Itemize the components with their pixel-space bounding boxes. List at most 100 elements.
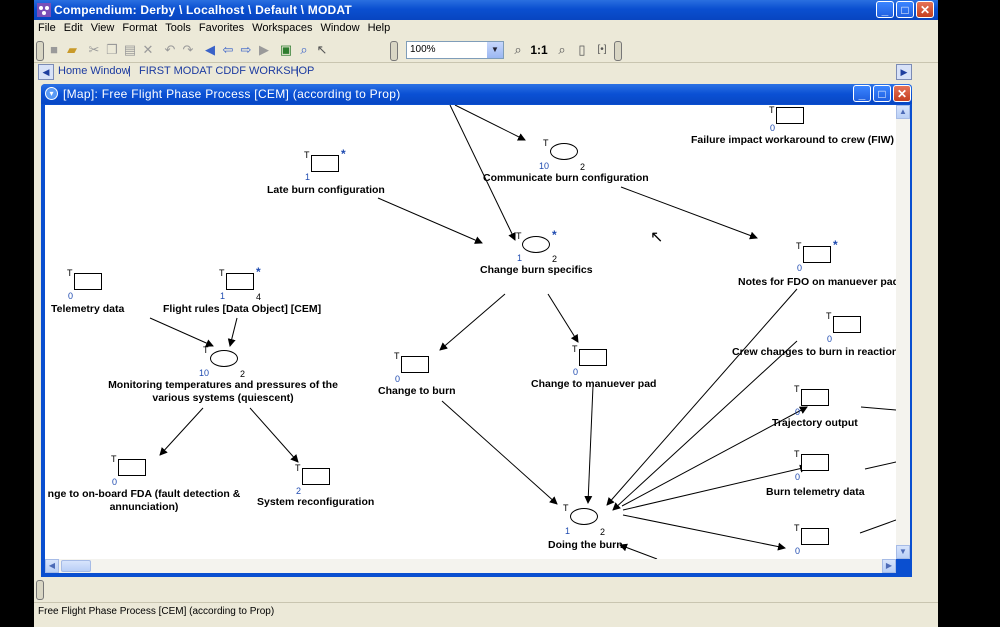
map-title-bar[interactable]: ▾ [Map]: Free Flight Phase Process [CEM]… (41, 84, 912, 104)
chevron-down-icon[interactable]: ▼ (487, 42, 503, 58)
node-count: 0 (795, 407, 801, 417)
menu-window[interactable]: Window (320, 22, 360, 34)
node-count: 0 (827, 334, 833, 344)
paste-icon[interactable]: ▤ (123, 42, 137, 57)
node-telemetry-data[interactable] (74, 273, 102, 290)
toolbar-grip[interactable] (36, 41, 44, 61)
node-fiw-label[interactable]: Failure impact workaround to crew (FIW) (691, 134, 895, 146)
node-crew-changes-label[interactable]: Crew changes to burn in reaction (732, 346, 896, 358)
image-icon[interactable]: ▣ (279, 42, 293, 57)
node-crew-changes[interactable] (833, 316, 861, 333)
link-line (159, 407, 204, 456)
zoom-out-icon[interactable]: ⌕ (514, 42, 522, 57)
back-icon[interactable]: ◀ (205, 42, 215, 57)
node-late-burn[interactable] (311, 155, 339, 172)
undo-icon[interactable]: ↶ (164, 42, 176, 57)
node-flight-rules-label[interactable]: Flight rules [Data Object] [CEM] (163, 303, 322, 315)
node-unnamed[interactable] (801, 528, 829, 545)
map-minimize-button[interactable]: _ (853, 85, 871, 102)
close-button[interactable]: ✕ (916, 1, 934, 18)
menu-workspaces[interactable]: Workspaces (252, 22, 313, 34)
node-transclusion-marker: T (304, 150, 310, 160)
map-close-button[interactable]: ✕ (893, 85, 911, 102)
page-icon[interactable]: ▯ (578, 42, 586, 57)
menu-format[interactable]: Format (122, 22, 158, 34)
node-fda-change-label[interactable]: nge to on-board FDA (fault detection & a… (47, 488, 241, 513)
delete-icon[interactable]: ✕ (142, 42, 154, 57)
toolbar-grip-2[interactable] (390, 41, 398, 61)
scroll-up-icon[interactable]: ▲ (896, 105, 910, 119)
menu-view[interactable]: View (90, 22, 115, 34)
menu-favorites[interactable]: Favorites (198, 22, 245, 34)
node-change-burn-specifics-label[interactable]: Change burn specifics (480, 264, 593, 276)
map-canvas[interactable]: T 0 Failure impact workaround to crew (F… (45, 105, 896, 559)
application-window: Compendium: Derby \ Localhost \ Default … (34, 0, 938, 627)
node-trajectory-output[interactable] (801, 389, 829, 406)
node-monitoring[interactable] (210, 350, 238, 367)
node-notes-fdo[interactable] (803, 246, 831, 263)
search-icon[interactable]: ⌕ (300, 42, 308, 57)
new-icon[interactable]: ■ (50, 42, 58, 57)
node-trajectory-output-label[interactable]: Trajectory output (772, 417, 858, 429)
node-change-to-manuever-pad-label[interactable]: Change to manuever pad (531, 378, 657, 390)
node-burn-telemetry-label[interactable]: Burn telemetry data (766, 486, 865, 498)
forward-icon[interactable]: ▶ (259, 42, 269, 57)
open-folder-icon[interactable]: ▰ (67, 42, 77, 57)
breadcrumb-workshop[interactable]: FIRST MODAT CDDF WORKSHOP (139, 65, 315, 77)
previous-icon[interactable]: ⇦ (222, 42, 234, 57)
scroll-right-icon[interactable]: ▶ (882, 559, 896, 573)
actual-size-button[interactable]: 1:1 (530, 43, 548, 57)
node-transclusion-marker: T (769, 105, 775, 115)
menu-tools[interactable]: Tools (165, 22, 191, 34)
breadcrumb-right-arrow-icon[interactable]: ▶ (896, 64, 912, 80)
help-pointer-icon[interactable]: ↖ (316, 42, 328, 57)
title-bar[interactable]: Compendium: Derby \ Localhost \ Default … (34, 0, 938, 20)
menu-help[interactable]: Help (367, 22, 391, 34)
vertical-scrollbar[interactable]: ▲ ▼ (896, 105, 910, 559)
node-flight-rules[interactable] (226, 273, 254, 290)
next-icon[interactable]: ⇨ (240, 42, 252, 57)
node-telemetry-data-label[interactable]: Telemetry data (51, 303, 125, 315)
scroll-left-icon[interactable]: ◀ (45, 559, 59, 573)
maximize-button[interactable]: □ (896, 1, 914, 18)
node-communicate-label[interactable]: Communicate burn configuration (483, 172, 649, 184)
node-late-burn-label[interactable]: Late burn configuration (267, 184, 385, 196)
focus-icon[interactable]: [•] (597, 44, 607, 55)
horizontal-scroll-thumb[interactable] (61, 560, 91, 572)
link-line (227, 317, 238, 347)
scroll-down-icon[interactable]: ▼ (896, 545, 910, 559)
star-icon: * (833, 238, 838, 252)
node-fda-change[interactable] (118, 459, 146, 476)
breadcrumb-home-window[interactable]: Home Window (58, 65, 130, 77)
cut-icon[interactable]: ✂ (88, 42, 100, 57)
node-change-burn-specifics[interactable] (522, 236, 550, 253)
copy-icon[interactable]: ❐ (106, 42, 118, 57)
star-icon: * (552, 228, 557, 242)
menu-edit[interactable]: Edit (63, 22, 83, 34)
node-fiw[interactable] (776, 107, 804, 124)
node-change-to-manuever-pad[interactable] (579, 349, 607, 366)
toolbar-grip-3[interactable] (614, 41, 622, 61)
node-communicate[interactable] (550, 143, 578, 160)
node-change-to-burn[interactable] (401, 356, 429, 373)
node-burn-telemetry[interactable] (801, 454, 829, 471)
bottom-toolbar-grip[interactable] (36, 580, 44, 600)
node-doing-the-burn-label[interactable]: Doing the burn (548, 539, 623, 551)
menu-file[interactable]: File (38, 22, 56, 34)
map-restore-button[interactable]: □ (873, 85, 891, 102)
node-monitoring-label[interactable]: Monitoring temperatures and pressures of… (108, 379, 338, 404)
node-system-reconfiguration[interactable] (302, 468, 330, 485)
zoom-select[interactable]: 100% ▼ (406, 41, 504, 59)
node-notes-fdo-label[interactable]: Notes for FDO on manuever pad (738, 276, 896, 288)
minimize-button[interactable]: _ (876, 1, 894, 18)
node-change-to-burn-label[interactable]: Change to burn (378, 385, 456, 397)
link-line (622, 514, 786, 551)
redo-icon[interactable]: ↷ (182, 42, 194, 57)
node-doing-the-burn[interactable] (570, 508, 598, 525)
node-system-reconfiguration-label[interactable]: System reconfiguration (257, 496, 375, 508)
status-bar: Free Flight Phase Process [CEM] (accordi… (34, 602, 938, 621)
zoom-in-icon[interactable]: ⌕ (558, 42, 566, 57)
node-count-right: 2 (580, 162, 586, 172)
breadcrumb-left-arrow-icon[interactable]: ◀ (38, 64, 54, 80)
horizontal-scrollbar[interactable]: ◀ ▶ (45, 559, 896, 573)
